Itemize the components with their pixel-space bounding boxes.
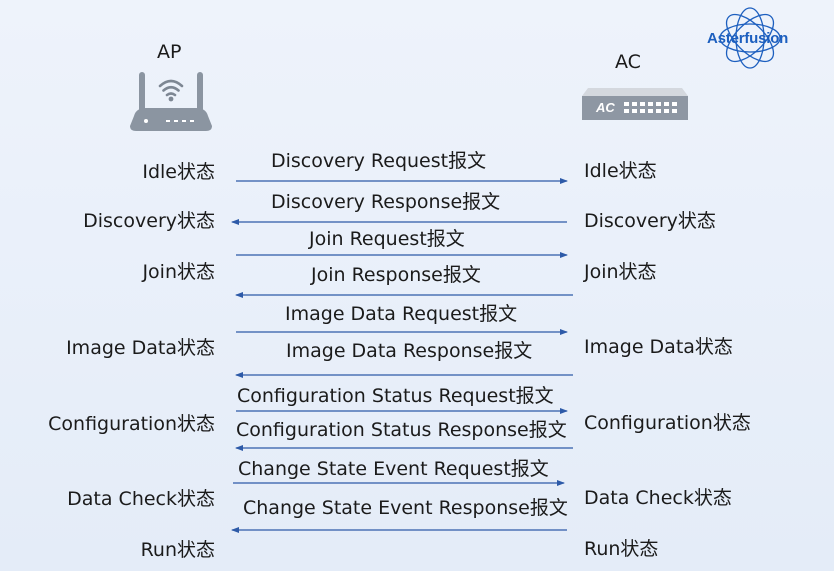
left-state-image-data: Image Data状态 (66, 337, 215, 359)
left-state-discovery: Discovery状态 (83, 210, 215, 232)
ac-title: AC (615, 51, 641, 73)
ac-device-icon: AC (582, 88, 688, 122)
right-state-configuration: Configuration状态 (584, 412, 751, 434)
right-state-idle: Idle状态 (584, 160, 657, 182)
left-state-run: Run状态 (140, 539, 215, 561)
wifi-router-icon (130, 72, 212, 131)
message-label: Join Request报文 (309, 228, 465, 250)
message-label: Join Response报文 (311, 264, 481, 286)
right-state-image-data: Image Data状态 (584, 336, 733, 358)
right-state-run: Run状态 (584, 538, 659, 560)
right-state-discovery: Discovery状态 (584, 210, 716, 232)
left-state-data-check: Data Check状态 (67, 488, 215, 510)
left-state-configuration: Configuration状态 (48, 413, 215, 435)
right-state-join: Join状态 (584, 261, 657, 283)
ap-title: AP (157, 41, 182, 63)
message-label: Change State Event Request报文 (238, 458, 549, 480)
left-state-idle: Idle状态 (142, 161, 215, 183)
message-label: Configuration Status Request报文 (237, 385, 554, 407)
message-label: Image Data Request报文 (285, 303, 518, 325)
message-label: Discovery Request报文 (271, 150, 487, 172)
message-label: Discovery Response报文 (271, 191, 501, 213)
ac-device-label: AC (596, 100, 615, 115)
message-label: Configuration Status Response报文 (236, 419, 567, 441)
logo-text: Asterfusion (707, 30, 789, 47)
message-label: Change State Event Response报文 (243, 497, 568, 519)
right-state-data-check: Data Check状态 (584, 487, 732, 509)
left-state-join: Join状态 (142, 261, 215, 283)
asterfusion-logo-icon (719, 7, 781, 69)
message-label: Image Data Response报文 (286, 340, 533, 362)
